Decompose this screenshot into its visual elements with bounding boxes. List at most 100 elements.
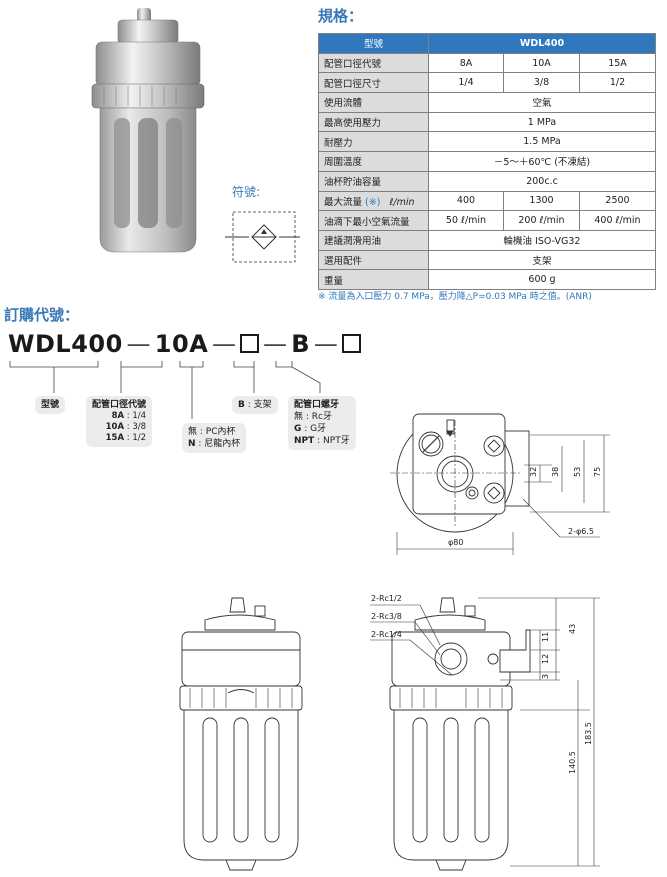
cell: 200c.c	[428, 170, 656, 192]
bracket-option-label: : 支架	[244, 400, 272, 410]
dim-12: 12	[541, 654, 550, 664]
dim-diameter: φ80	[448, 538, 463, 547]
bracket-bubble: B : 支架	[232, 396, 278, 414]
row-label: 建議潤滑用油	[318, 229, 429, 251]
cell: 50 ℓ/min	[428, 210, 504, 231]
dim-183-5: 183.5	[584, 722, 593, 745]
table-row: 使用流體 空氣	[318, 92, 656, 113]
cell: －5～＋60℃ (不凍結)	[428, 151, 656, 172]
top-view-dimensions	[396, 434, 610, 555]
lubricator-symbol-icon	[225, 211, 300, 263]
top-view-drawing	[390, 413, 530, 533]
thread-option: 無 : Rc牙	[294, 412, 332, 422]
table-row: 油滴下最小空氣流量 50 ℓ/min 200 ℓ/min 400 ℓ/min	[318, 210, 656, 231]
table-row: 耐壓力 1.5 MPa	[318, 131, 656, 153]
cell: 1 MPa	[428, 111, 656, 133]
table-row: 最高使用壓力 1 MPa	[318, 111, 656, 133]
cell: 600 g	[428, 269, 656, 290]
dim-port-3: 2-Rc1/4	[371, 630, 402, 639]
cell: 輪機油 ISO-VG32	[428, 229, 656, 251]
dim-holes: 2-φ6.5	[568, 527, 594, 536]
size-option: 8A : 1/4	[111, 411, 147, 421]
row-label: 配管口徑代號	[318, 52, 429, 74]
size-group-title: 配管口徑代號	[92, 400, 147, 410]
cup-bubble: 無 : PC內杯 N : 尼龍內杯	[182, 423, 247, 453]
table-row: 重量 600 g	[318, 269, 656, 290]
cell: 1/2	[579, 72, 656, 94]
table-row: 型號 WDL400	[318, 33, 656, 54]
order-code: WDL400—10A——B—	[8, 330, 362, 358]
dim-53: 53	[573, 467, 582, 477]
order-connector-lines	[9, 361, 321, 419]
dim-port-2: 2-Rc3/8	[371, 612, 402, 621]
cup-option: 無 : PC內杯	[188, 427, 236, 437]
table-row: 建議潤滑用油 輪機油 ISO-VG32	[318, 229, 656, 251]
cell: 1.5 MPa	[428, 131, 656, 153]
cell: 支架	[428, 249, 656, 271]
cell: 3/8	[503, 72, 580, 94]
dash: —	[212, 330, 237, 358]
row-label: 配管口徑尺寸	[318, 72, 429, 94]
thread-option: NPT : NPT牙	[294, 436, 350, 446]
flow-label-text: 最大流量	[324, 196, 363, 208]
cell: 15A	[579, 52, 656, 74]
thread-option: G : G牙	[294, 424, 327, 434]
row-label: 最高使用壓力	[318, 111, 429, 133]
table-row: 選用配件 支架	[318, 249, 656, 271]
side-view-drawing	[389, 597, 531, 871]
cell: 400	[428, 190, 504, 212]
row-label: 油杯貯油容量	[318, 170, 429, 192]
flow-unit: ℓ/min	[389, 196, 415, 208]
dash: —	[126, 330, 152, 358]
order-model: WDL400	[8, 330, 123, 358]
row-label: 耐壓力	[318, 131, 429, 153]
cup-option: N : 尼龍內杯	[188, 439, 241, 449]
model-bubble: 型號	[35, 396, 66, 414]
dim-75: 75	[593, 467, 602, 477]
row-label: 重量	[318, 269, 429, 290]
cell: 1300	[503, 190, 580, 212]
note-mark: (※)	[365, 196, 381, 208]
table-row: 配管口徑尺寸 1/4 3/8 1/2	[318, 72, 656, 94]
dim-3: 3	[541, 674, 550, 679]
symbol-label: 符號:	[232, 185, 261, 199]
cup-option-box	[240, 334, 260, 353]
model-header-label: 型號	[318, 33, 429, 54]
product-photo	[91, 8, 205, 253]
dash: —	[313, 330, 339, 358]
cell: 400 ℓ/min	[579, 210, 656, 231]
thread-option-box	[342, 334, 362, 353]
dim-38: 38	[551, 467, 560, 477]
dim-140-5: 140.5	[568, 751, 577, 774]
thread-bubble: 配管口螺牙 無 : Rc牙 G : G牙 NPT : NPT牙	[288, 396, 356, 450]
spec-title: 規格：	[318, 7, 364, 25]
spec-table: 型號 WDL400 配管口徑代號 8A 10A 15A 配管口徑尺寸 1/4 3…	[318, 33, 656, 290]
row-label-flow: 最大流量 (※) ℓ/min	[318, 190, 429, 212]
bracket-option-code: B	[238, 400, 245, 410]
spec-footnote: ※ 流量為入口壓力 0.7 MPa，壓力降△P=0.03 MPa 時之值。(AN…	[318, 292, 592, 302]
size-bubble: 配管口徑代號 8A : 1/4 10A : 3/8 15A : 1/2	[86, 396, 153, 447]
cell: 空氣	[428, 92, 656, 113]
table-row: 配管口徑代號 8A 10A 15A	[318, 52, 656, 74]
cell: 1/4	[428, 72, 504, 94]
cell: 8A	[428, 52, 504, 74]
table-row: 周圍溫度 －5～＋60℃ (不凍結)	[318, 151, 656, 172]
size-option: 10A : 3/8	[105, 422, 147, 432]
row-label: 油滴下最小空氣流量	[318, 210, 429, 231]
model-group-title: 型號	[41, 400, 60, 410]
side-view-dimensions	[370, 597, 600, 867]
row-label: 選用配件	[318, 249, 429, 271]
dim-port-1: 2-Rc1/2	[371, 594, 402, 603]
table-row: 油杯貯油容量 200c.c	[318, 170, 656, 192]
dash: —	[263, 330, 288, 358]
dim-32: 32	[529, 467, 538, 477]
thread-group-title: 配管口螺牙	[294, 400, 340, 410]
row-label: 周圍溫度	[318, 151, 429, 172]
dim-43: 43	[568, 624, 577, 634]
cell: 200 ℓ/min	[503, 210, 580, 231]
row-label: 使用流體	[318, 92, 429, 113]
order-size-code: 10A	[154, 330, 209, 358]
order-code-title: 訂購代號：	[4, 306, 80, 324]
cell: 10A	[503, 52, 580, 74]
model-header-value: WDL400	[428, 33, 656, 54]
